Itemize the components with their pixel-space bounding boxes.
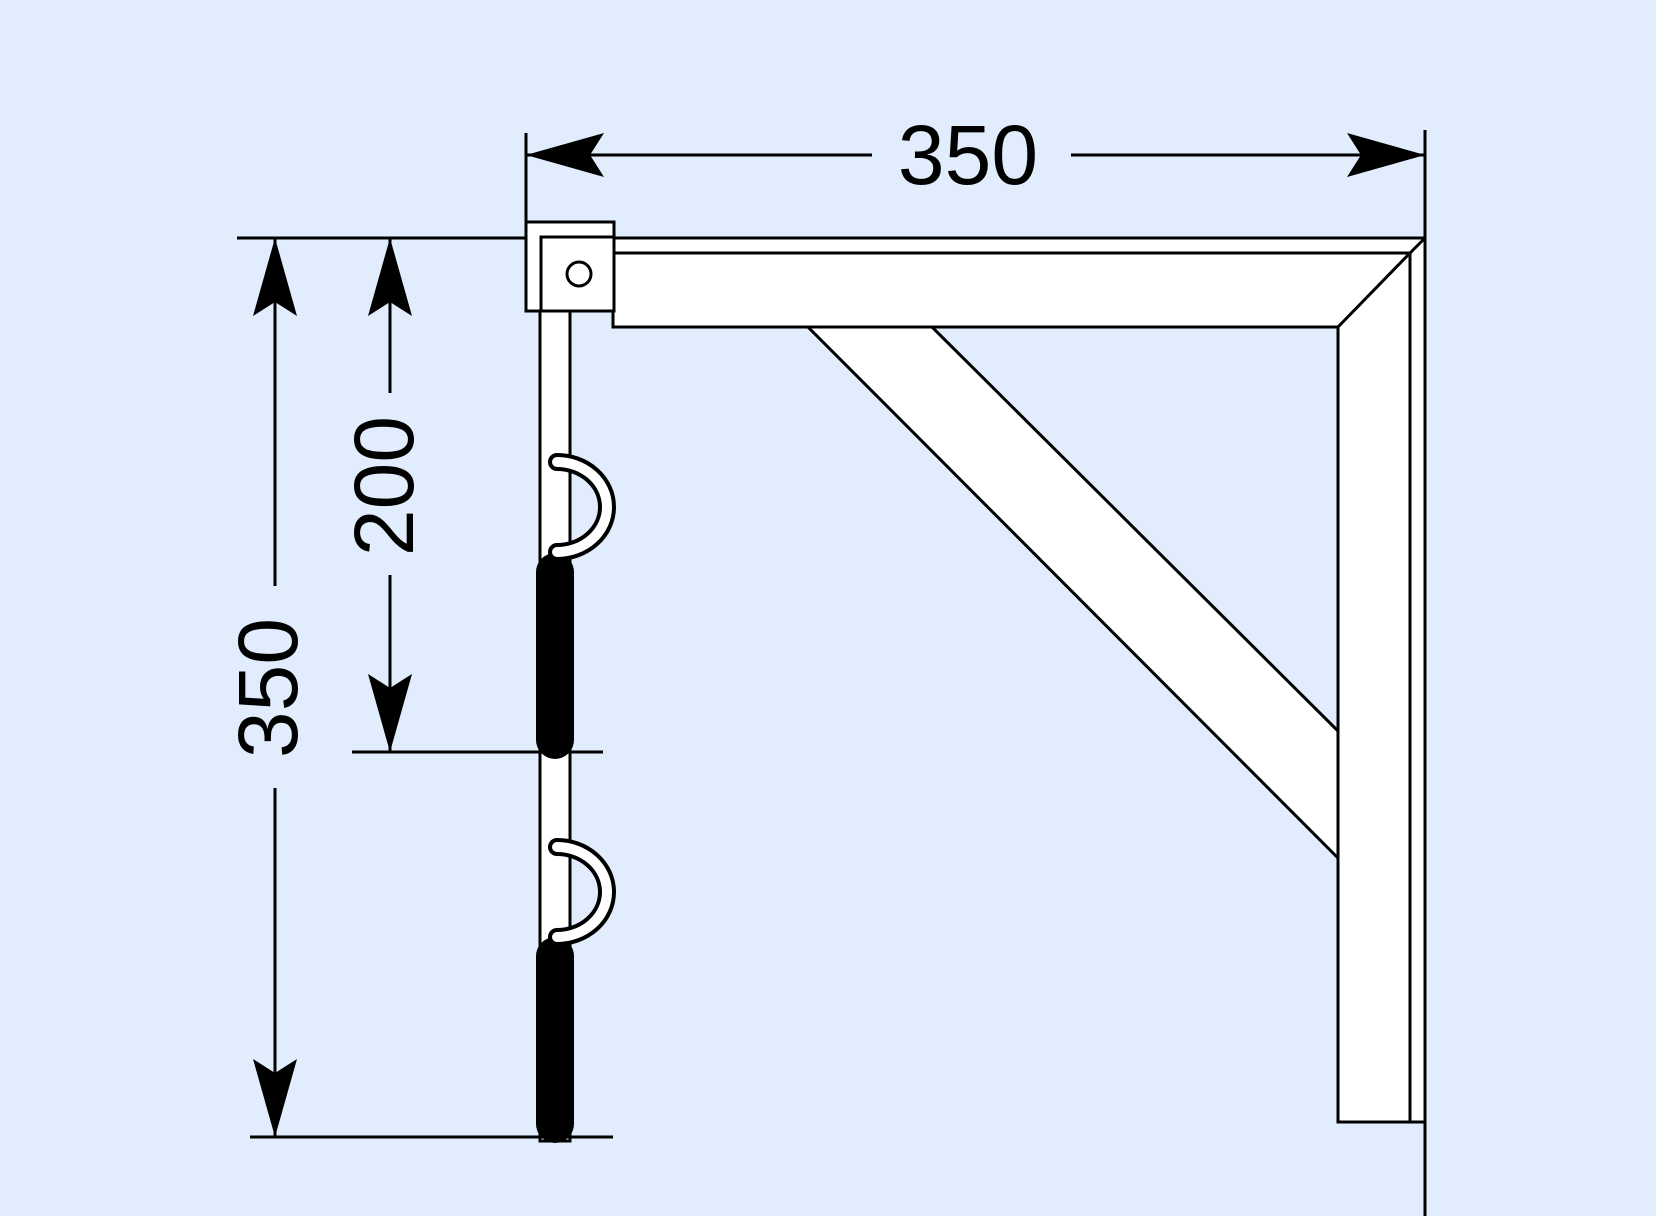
hook-lower-icon	[548, 838, 616, 946]
towel-rail	[536, 309, 616, 1143]
hinge-pin-icon	[565, 260, 593, 288]
extension-lines	[237, 130, 1427, 1216]
height-dimension: 350	[221, 238, 315, 1137]
hinge-block	[524, 220, 616, 313]
bracket-corner-miter	[1408, 236, 1427, 255]
height-dimension-label: 350	[221, 618, 315, 758]
width-dimension: 350	[526, 108, 1425, 202]
arrow-right-icon	[1347, 133, 1425, 177]
arrow-up-icon	[253, 238, 297, 316]
arrow-down-icon	[253, 1059, 297, 1137]
rail-grip-lower	[536, 937, 574, 1143]
arrow-left-icon	[526, 133, 604, 177]
arrow-up-icon	[368, 238, 412, 316]
rail-grip-upper	[536, 553, 574, 759]
rail-height-dimension: 200	[337, 238, 431, 752]
diagonal-brace	[804, 325, 1340, 862]
bracket-frame	[611, 236, 1427, 1124]
width-dimension-label: 350	[898, 108, 1038, 202]
bracket-outer-outline	[611, 236, 1427, 1124]
arrow-down-icon	[368, 674, 412, 752]
hook-upper-icon	[548, 453, 616, 561]
rail-height-dimension-label: 200	[337, 416, 431, 556]
